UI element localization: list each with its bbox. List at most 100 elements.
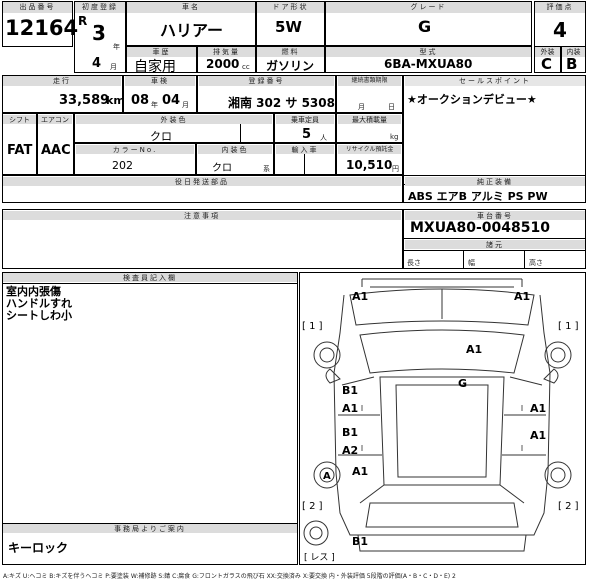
aircon-label: エアコン [38, 115, 72, 124]
shift-label: シフト [3, 115, 36, 124]
interior-color-unit: 系 [263, 165, 270, 173]
fuel-label: 燃料 [257, 47, 324, 57]
year-unit: 年 [113, 43, 120, 51]
usage-cell [126, 46, 197, 73]
inspection-month: 04 [162, 93, 181, 108]
recycle-fee-unit: 円 [392, 165, 399, 173]
rear-right-wheel-icon [544, 461, 572, 489]
grade: G [418, 17, 432, 36]
deadline-label: 継続書類期限 [338, 76, 401, 86]
chassis-box [403, 209, 586, 269]
door-type-label: ドア形状 [257, 2, 324, 13]
inspector-notes-label: 検査員記入欄 [3, 273, 297, 282]
inspection-month-unit: 月 [182, 101, 189, 109]
door-handle-marks [361, 405, 523, 451]
displacement-value: 2000 [206, 57, 240, 71]
height-label: 高さ [529, 259, 543, 267]
dimensions-label: 諸元 [405, 240, 585, 249]
exterior-color-label: 外装色 [76, 115, 272, 124]
mileage-value: 33,589 [59, 93, 110, 108]
interior-color: クロ [212, 163, 232, 174]
damage-front-door-right: A1 [530, 402, 546, 415]
notes-box [2, 209, 403, 269]
model-year-label: 車歴 [127, 47, 196, 57]
shift-cell [2, 113, 37, 175]
registration-month: 4 [92, 56, 102, 71]
damage-roof: A1 [466, 343, 482, 356]
inspector-note-3: シートしわ小 [6, 309, 72, 322]
fuel-cell [256, 46, 325, 73]
damage-windshield: G [458, 377, 467, 390]
front-right-hub-icon [550, 347, 566, 363]
divider [240, 124, 241, 142]
first-registration-cell [74, 1, 126, 73]
car-diagram: A1 A1 [ 1 ] [ 1 ] A1 G B1 A1 A1 B1 A2 A1… [302, 278, 579, 563]
lot-number-label: 出品番号 [3, 2, 72, 13]
delivery-parts-label: 役日発送部品 [3, 177, 401, 186]
color-number: 202 [112, 159, 133, 172]
registration-cell [197, 75, 336, 113]
rear-left-wheel-icon [313, 461, 341, 489]
divider [403, 238, 586, 239]
interior-grade-label: 内装 [562, 47, 585, 57]
score: 4 [553, 18, 567, 42]
inspection-label: 車検 [125, 76, 195, 86]
recycle-fee-cell [336, 143, 403, 175]
office-note: キーロック [8, 541, 69, 555]
rear-pillars [359, 484, 525, 504]
front-left-wheel-icon [313, 341, 341, 369]
office-notes-box [2, 523, 298, 565]
side-mirrors [325, 368, 559, 384]
bracket-front-right: [ 1 ] [558, 321, 579, 332]
displacement-label: 排気量 [198, 47, 255, 57]
deadline-month-unit: 月 [358, 103, 365, 111]
damage-rear-fender-left: A1 [352, 465, 368, 478]
inspection-year-unit: 年 [151, 101, 158, 109]
divider [463, 250, 464, 269]
usage: 自家用 [134, 59, 176, 75]
recycle-fee: 10,510 [346, 158, 393, 172]
capacity-value: 5 [302, 127, 312, 142]
delivery-parts-box [2, 175, 403, 203]
registration-year: 3 [92, 21, 106, 45]
damage-rear-door-left-a: A2 [342, 444, 358, 457]
model-code-cell [325, 46, 532, 73]
mileage-label: 走行 [3, 76, 121, 86]
color-number-label: カラーNo. [76, 145, 194, 154]
exterior-grade: C [541, 55, 553, 73]
roof-outline [379, 376, 505, 486]
inspector-note-2: ハンドルすれ [6, 297, 72, 310]
capacity-unit: 人 [320, 134, 327, 142]
max-load-label: 最大積載量 [338, 115, 401, 124]
bracket-rear-right: [ 2 ] [558, 501, 579, 512]
door-divider-lines [338, 414, 546, 456]
recycle-fee-label: リサイクル預託金 [338, 145, 401, 154]
equipment-label: 純正装備 [405, 177, 585, 186]
car-name-cell [126, 1, 256, 46]
fuel: ガソリン [266, 59, 315, 73]
deadline-day-unit: 日 [388, 103, 395, 111]
damage-rear-wheel-left: A [323, 471, 331, 482]
spare-tire-icon [303, 520, 329, 546]
interior-grade-cell [561, 46, 586, 73]
mileage-unit: km [106, 94, 125, 107]
model-code-label: 型式 [326, 47, 531, 57]
displacement-unit: cc [242, 63, 250, 71]
exterior-grade-label: 外装 [535, 47, 560, 57]
interior-grade: B [566, 55, 578, 73]
deadline-cell [336, 75, 403, 113]
divider [304, 154, 305, 174]
exterior-color: クロ [150, 130, 172, 143]
color-number-cell [74, 143, 196, 175]
sales-point-label: セールスポイント [405, 76, 585, 86]
displacement-cell [197, 46, 256, 73]
door-type-cell [256, 1, 325, 46]
shift-value: FAT [7, 143, 33, 158]
bracket-front-left: [ 1 ] [302, 321, 323, 332]
rear-bumper-outline [357, 534, 527, 552]
era-letter: R [78, 14, 88, 28]
interior-color-label: 内装色 [198, 145, 272, 154]
notes-label: 注意事項 [3, 211, 401, 220]
rear-right-hub-icon [550, 467, 566, 483]
car-name: ハリアー [160, 21, 224, 40]
